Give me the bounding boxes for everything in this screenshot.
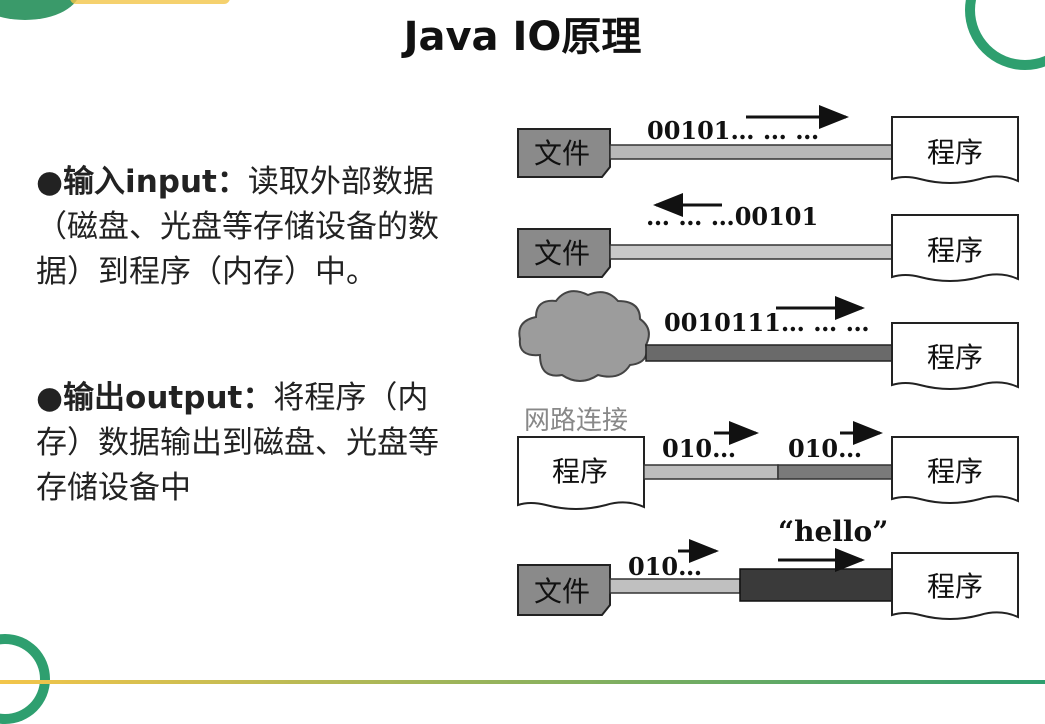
file-label: 文件 [534, 237, 590, 270]
stream-pipe [777, 464, 893, 480]
stream-text: 010… [628, 552, 702, 581]
file-icon [517, 228, 611, 278]
input-text: 读取外部数据（磁盘、光盘等存储设备的数据）到程序（内存）中。 [36, 164, 439, 290]
row-network: 程序 0010111… … … 网路连接 [518, 290, 1019, 436]
stream-text: 00101… … … [647, 116, 819, 145]
network-label: 网路连接 [524, 406, 628, 436]
program-label: 程序 [927, 234, 983, 267]
program-icon [891, 552, 1019, 620]
decor-bottom-strip [0, 680, 1045, 684]
program-label: 程序 [552, 455, 608, 488]
output-text: 将程序（内存）数据输出到磁盘、光盘等存储设备中 [36, 380, 439, 506]
bullet: ● [36, 164, 64, 200]
stream-text: 010… [662, 434, 736, 463]
row-program-to-program: 程序 程序 010… 010… [517, 421, 1019, 510]
hello-label: “hello” [778, 515, 888, 548]
row-hello: 文件 程序 010… “hello” [517, 515, 1019, 620]
stream-text: 010… [788, 434, 862, 463]
row-read-file: 文件 程序 00101… … … [517, 105, 1019, 184]
program-icon [891, 116, 1019, 184]
output-paragraph: ●输出output：将程序（内存）数据输出到磁盘、光盘等存储设备中 [36, 376, 456, 511]
program-icon [891, 214, 1019, 282]
stream-pipe [609, 144, 893, 160]
io-diagram: 文件 程序 00101… … … 文件 程序 … … …00101 程序 001… [510, 95, 1030, 640]
slide-title: Java IO原理 [403, 14, 642, 60]
file-label: 文件 [534, 575, 590, 608]
program-icon [891, 436, 1019, 504]
stream-pipe [643, 464, 779, 480]
file-icon [517, 564, 611, 616]
row-write-file: 文件 程序 … … …00101 [517, 193, 1019, 282]
stream-pipe [609, 578, 741, 594]
stream-pipe [645, 344, 893, 362]
bullet: ● [36, 380, 64, 416]
output-term: 输出output： [63, 380, 274, 416]
input-paragraph: ●输入input：读取外部数据（磁盘、光盘等存储设备的数据）到程序（内存）中。 [36, 160, 456, 295]
program-icon [891, 322, 1019, 390]
file-icon [517, 128, 611, 178]
stream-text: 0010111… … … [664, 308, 870, 337]
stream-pipe [609, 244, 893, 260]
program-label: 程序 [927, 455, 983, 488]
cloud-icon [518, 290, 650, 382]
decor-top-left-bar [70, 0, 230, 4]
program-label: 程序 [927, 570, 983, 603]
buffer-block [739, 568, 893, 602]
file-label: 文件 [534, 137, 590, 170]
program-label: 程序 [927, 136, 983, 169]
program-label: 程序 [927, 341, 983, 374]
program-icon [517, 436, 645, 510]
input-term: 输入input： [63, 164, 248, 200]
